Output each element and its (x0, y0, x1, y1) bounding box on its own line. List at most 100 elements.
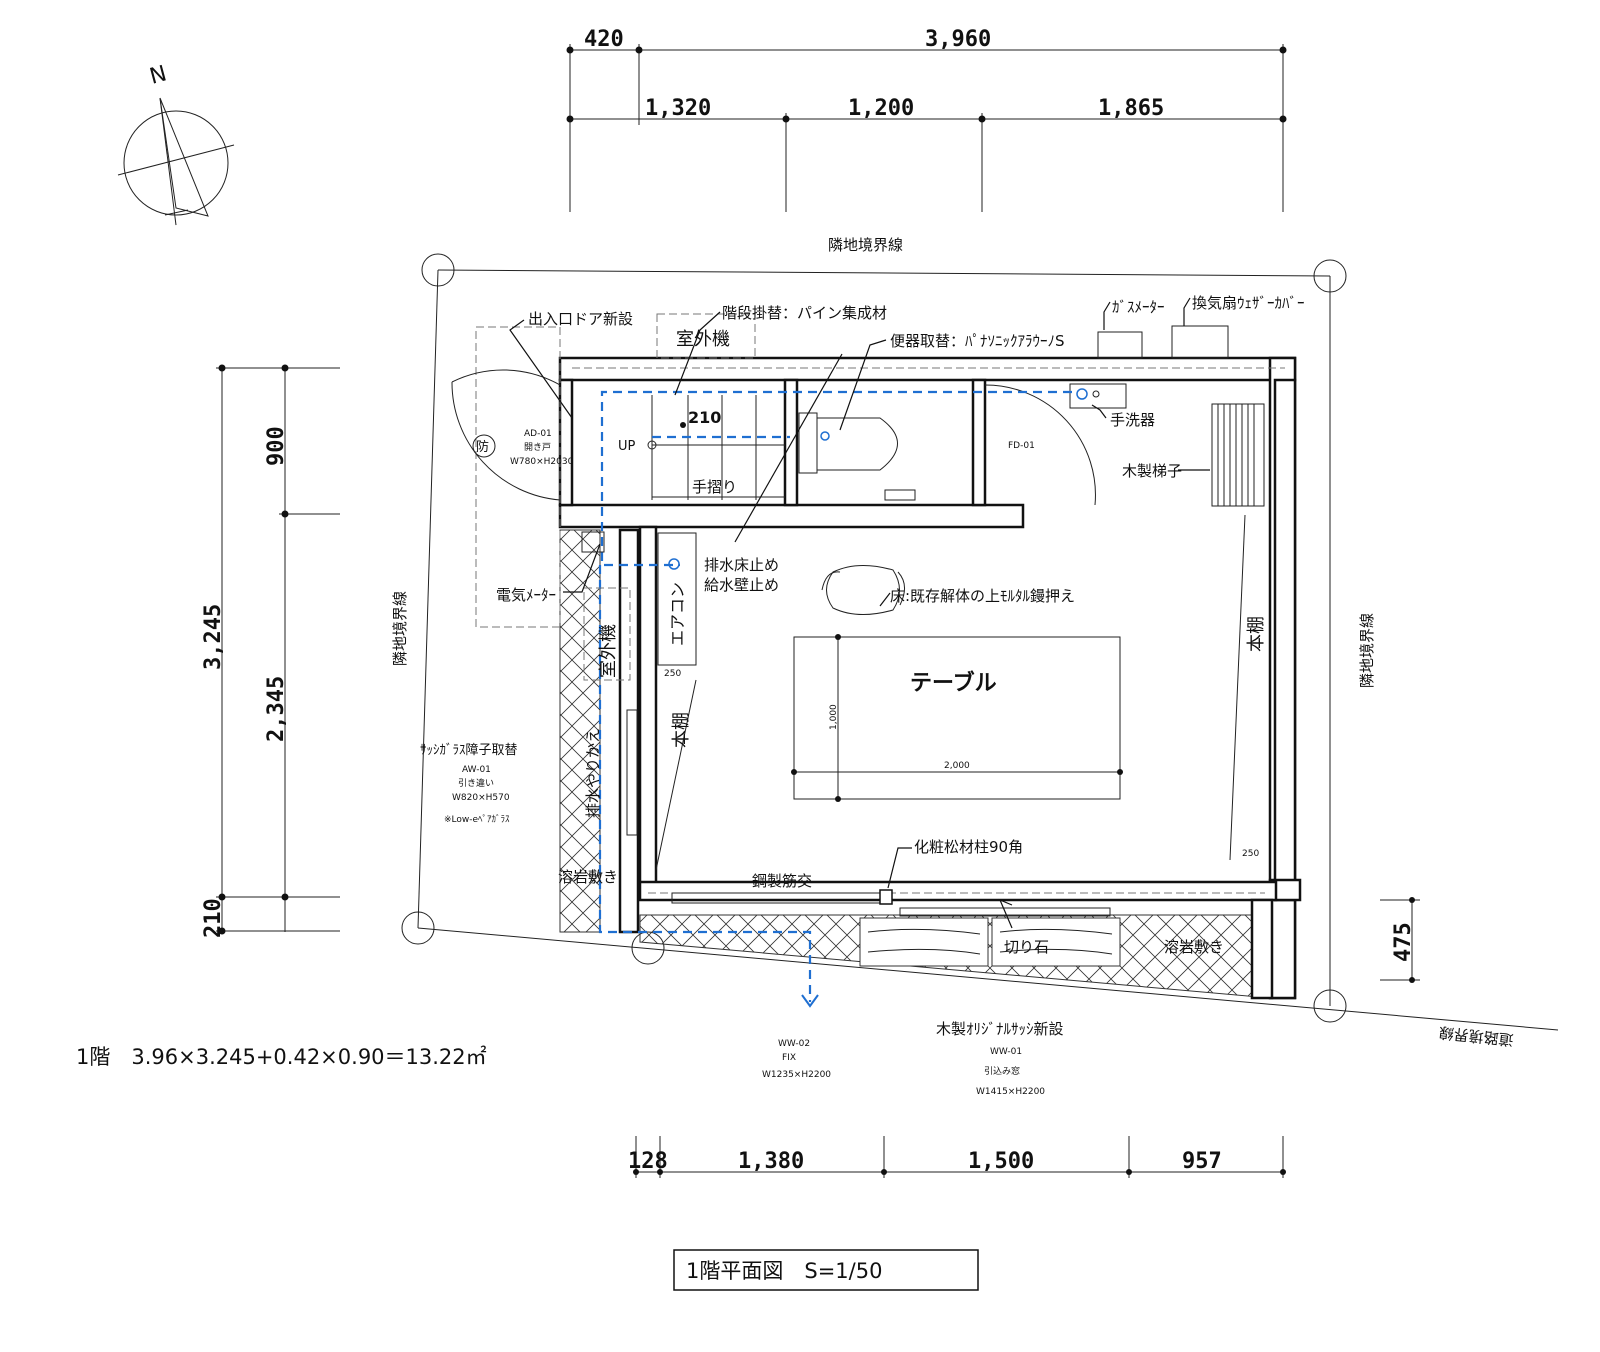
site-boundary (401, 253, 1559, 1031)
window-ww02-code: WW-02 (778, 1039, 810, 1049)
boundary-left-label: 隣地境界線 (391, 591, 409, 666)
dim-left-3245: 3,245 (201, 604, 226, 670)
floor-note-label: 床:既存解体の上ﾓﾙﾀﾙ鏝押え (890, 587, 1075, 605)
door-ad01-size: W780×H2030 (510, 457, 574, 467)
wood-ladder-label: 木製梯子 (1122, 462, 1182, 480)
outdoor-unit-top-label: 室外機 (676, 329, 730, 350)
shelf-dim-right: 250 (1242, 849, 1259, 859)
drawing-title: 1階平面図 S=1/50 (686, 1259, 882, 1283)
dim-top-1865: 1,865 (1098, 96, 1164, 121)
table-width-label: 2,000 (944, 761, 970, 771)
dim-left-210: 210 (201, 898, 226, 938)
plumbing-route-water (598, 565, 812, 1002)
bookshelf-left-line (655, 679, 697, 871)
dim-left-900: 900 (264, 426, 289, 466)
window-ww01 (899, 907, 1111, 917)
top-dimension-lines (566, 44, 1287, 212)
right-dimension-line (1380, 897, 1420, 983)
bookshelf-right-line (1229, 514, 1246, 861)
entrance-door-dashed-outline (475, 326, 561, 628)
steel-brace-label: 鋼製筋交 (752, 872, 812, 890)
door-fd01-label: FD-01 (1008, 441, 1035, 451)
wood-ladder-icon (1211, 403, 1265, 507)
dim-right-475: 475 (1391, 922, 1416, 962)
lava-left-label: 溶岩敷き (558, 868, 618, 886)
area-calculation: 1階 3.96×3.245+0.42×0.90＝13.22㎡ (76, 1045, 487, 1069)
dim-top-1200: 1,200 (848, 96, 914, 121)
building-walls (558, 356, 1302, 1000)
boundary-right-label: 隣地境界線 (1358, 613, 1376, 688)
stair-dim-label: 210 (688, 408, 721, 427)
dim-bottom-1500: 1,500 (968, 1149, 1034, 1174)
fire-mark: 防 (476, 439, 489, 455)
elec-meter-label: 電気ﾒｰﾀｰ (496, 586, 556, 604)
window-aw01 (626, 709, 638, 836)
aircon-label: エアコン (668, 582, 687, 646)
hand-basin-label: 手洗器 (1110, 411, 1155, 429)
door-fd01-swing (984, 384, 1096, 506)
dim-left-2345: 2,345 (264, 676, 289, 742)
gas-meter-label: ｶﾞｽﾒｰﾀｰ (1112, 298, 1165, 316)
toilet-replace-label: 便器取替：ﾊﾟﾅｿﾆｯｸｱﾗｳｰﾉS (890, 332, 1065, 350)
bookshelf-left-label: 本棚 (671, 712, 692, 748)
window-ww01-type: 引込み窓 (984, 1065, 1020, 1077)
bookshelf-right-label: 本棚 (1246, 616, 1267, 652)
table-icon (793, 636, 1121, 800)
dim-bottom-1380: 1,380 (738, 1149, 804, 1174)
entrance-door-label: 出入口ドア新設 (528, 310, 633, 328)
table-label: テーブル (910, 670, 997, 696)
dim-top-420: 420 (584, 27, 624, 52)
handrail-label: 手摺り (692, 478, 737, 496)
drawing-title-box (673, 1249, 979, 1291)
boundary-road-label: 道路境界線 (1438, 1023, 1514, 1049)
column-label: 化粧松材柱90角 (914, 838, 1023, 856)
lava-rock-area-left (559, 529, 601, 933)
dim-top-1320: 1,320 (645, 96, 711, 121)
north-arrow-icon (117, 97, 235, 226)
window-aw01-glass: ※Low-eﾍﾟｱｶﾞﾗｽ (444, 814, 510, 825)
cut-stone-label: 切り石 (1004, 938, 1049, 956)
door-ad01-type: 開き戸 (524, 442, 551, 453)
new-sash-label: 木製ｵﾘｼﾞﾅﾙｻｯｼ新設 (936, 1020, 1064, 1038)
vent-fan-box (1171, 325, 1229, 359)
door-ad01-swing (451, 369, 561, 501)
outdoor-unit-side (583, 587, 631, 681)
outdoor-unit-top (656, 313, 756, 359)
gas-meter-box (1097, 331, 1143, 359)
toilet-icon (798, 412, 916, 501)
window-ww02-type: FIX (782, 1053, 796, 1063)
drain-floor-label: 排水床止め (704, 556, 779, 574)
door-ad01-code: AD-01 (524, 429, 552, 439)
aircon-dim: 250 (664, 669, 681, 679)
aircon-unit (657, 532, 697, 666)
table-depth-label: 1,000 (829, 704, 839, 730)
window-ww02-size: W1235×H2200 (762, 1070, 831, 1080)
cut-stone-b (991, 917, 1121, 967)
window-aw01-code: AW-01 (462, 765, 491, 775)
left-dimension-lines (216, 364, 340, 935)
drain-reroute-label: 排水やりかえ (584, 728, 602, 818)
stair-up-label: UP (618, 439, 636, 454)
dim-bottom-957: 957 (1182, 1149, 1222, 1174)
stair-replace-label: 階段掛替：パイン集成材 (722, 304, 887, 322)
window-ww01-code: WW-01 (990, 1047, 1022, 1057)
dim-bottom-128: 128 (628, 1149, 668, 1174)
outdoor-unit-side-label: 室外機 (598, 624, 619, 678)
stair (647, 395, 785, 500)
north-label: N (147, 61, 169, 89)
lava-bottom-label: 溶岩敷き (1164, 938, 1224, 956)
leader-lines (509, 297, 1210, 929)
sash-glass-label: ｻｯｼｶﾞﾗｽ障子取替 (420, 743, 518, 758)
plumbing-route (600, 390, 1072, 567)
chair-icon (821, 565, 905, 615)
bottom-dimension-line (633, 1136, 1286, 1178)
dim-top-3960: 3,960 (925, 27, 991, 52)
cut-stone-a (859, 917, 989, 967)
boundary-top-label: 隣地境界線 (828, 236, 903, 254)
electric-meter-box (581, 531, 605, 553)
column-post (879, 889, 893, 905)
water-wall-label: 給水壁止め (704, 576, 779, 594)
window-ww01-size: W1415×H2200 (976, 1087, 1045, 1097)
window-aw01-size: W820×H570 (452, 793, 510, 803)
